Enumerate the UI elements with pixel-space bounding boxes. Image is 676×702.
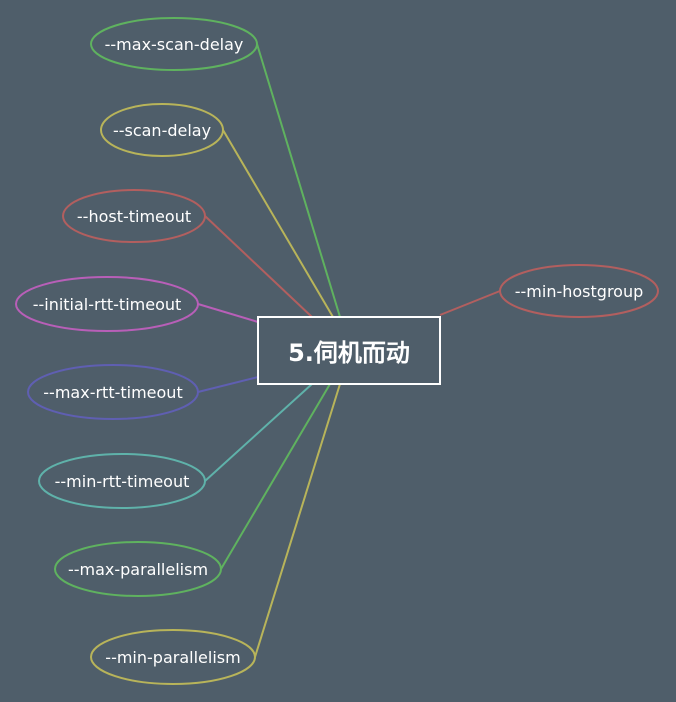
node-scan-delay[interactable]: --scan-delay (100, 103, 224, 157)
node-ellipse (90, 17, 258, 71)
node-label: --max-parallelism (68, 560, 208, 579)
node-ellipse (100, 103, 224, 157)
node-initial-rtt-timeout[interactable]: --initial-rtt-timeout (15, 276, 199, 332)
node-label: --initial-rtt-timeout (33, 295, 182, 314)
node-host-timeout[interactable]: --host-timeout (62, 189, 206, 243)
node-ellipse (62, 189, 206, 243)
edge-max-parallelism (220, 383, 331, 570)
edge-min-parallelism (254, 383, 341, 658)
edge-scan-delay (222, 129, 334, 318)
node-label: --min-rtt-timeout (55, 472, 190, 491)
center-node-label: 5.伺机而动 (288, 339, 410, 367)
edge-min-hostgroup (439, 290, 501, 316)
node-label: --scan-delay (113, 121, 211, 140)
edge-max-rtt-timeout (197, 376, 259, 393)
node-ellipse (499, 264, 659, 318)
node-max-rtt-timeout[interactable]: --max-rtt-timeout (27, 364, 199, 420)
node-label: --host-timeout (77, 207, 191, 226)
node-ellipse (90, 629, 256, 685)
node-min-hostgroup[interactable]: --min-hostgroup (499, 264, 659, 318)
node-ellipse (15, 276, 199, 332)
edge-min-rtt-timeout (204, 383, 313, 482)
node-max-parallelism[interactable]: --max-parallelism (54, 541, 222, 597)
node-label: --max-scan-delay (105, 35, 244, 54)
edges (197, 43, 501, 658)
node-label: --min-hostgroup (515, 282, 644, 301)
node-ellipse (27, 364, 199, 420)
node-max-scan-delay[interactable]: --max-scan-delay (90, 17, 258, 71)
node-label: --max-rtt-timeout (43, 383, 182, 402)
node-min-rtt-timeout[interactable]: --min-rtt-timeout (38, 453, 206, 509)
node-label: --min-parallelism (105, 648, 240, 667)
edge-initial-rtt-timeout (197, 303, 259, 323)
edge-max-scan-delay (256, 43, 341, 318)
node-ellipse (38, 453, 206, 509)
node-ellipse (54, 541, 222, 597)
edge-host-timeout (204, 215, 313, 318)
center-node[interactable]: 5.伺机而动 (257, 316, 441, 385)
nodes: --max-scan-delay --scan-delay --host-timeo… (15, 17, 659, 685)
node-min-parallelism[interactable]: --min-parallelism (90, 629, 256, 685)
center-node-box (257, 316, 441, 385)
